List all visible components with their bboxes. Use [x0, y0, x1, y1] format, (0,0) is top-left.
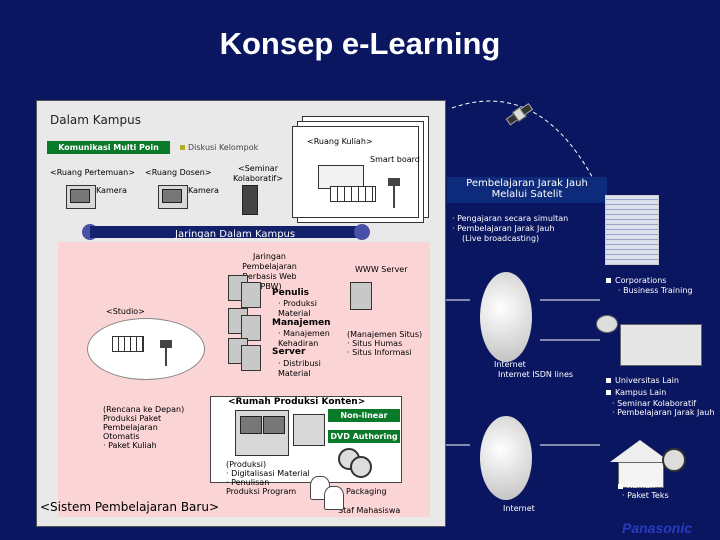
- satellite-label: Pembelajaran Jarak Jauh Melalui Satelit: [447, 177, 607, 203]
- rumah-label: Rumah: [627, 481, 656, 490]
- bullet-icon-univ: [606, 378, 611, 383]
- ruang-pertemuan-label: <Ruang Pertemuan>: [50, 168, 135, 177]
- monitor-icon-2: [162, 189, 182, 203]
- campus-label: Dalam Kampus: [50, 113, 141, 127]
- bullet-icon-corp: [606, 278, 611, 283]
- smart-board-label: Smart board: [370, 155, 420, 164]
- bullet-icon: [180, 145, 185, 150]
- bullet-icon-kampus: [606, 390, 611, 395]
- globe-icon-1: [480, 272, 532, 362]
- universitas-label: Universitas Lain: [615, 376, 679, 385]
- rencana-1: (Rencana ke Depan): [103, 405, 185, 414]
- studio-camera-icon: [160, 340, 172, 348]
- house-icon: [618, 462, 664, 488]
- page-title: Konsep e-Learning: [219, 26, 501, 61]
- server-icon-4: [241, 315, 261, 341]
- packaging-text: Packaging: [346, 487, 387, 496]
- server-label: Server: [272, 347, 306, 357]
- rencana-2: Produksi Paket: [103, 414, 162, 423]
- manajemen-items: · Manajemen Kehadiran: [278, 329, 330, 348]
- seminar-label: <Seminar Kolaboratif>: [233, 164, 283, 183]
- studio-area: [87, 318, 205, 380]
- situs-humas: · Situs Humas: [347, 339, 403, 348]
- satellite-note-1: · Pengajaran secara simultan: [452, 214, 569, 223]
- seminar-right-label: · Seminar Kolaboratif: [612, 399, 697, 408]
- dvd-badge: DVD Authoring: [328, 430, 400, 443]
- penulis-label: Penulis: [272, 288, 310, 298]
- brand-logo: Panasonic: [622, 520, 693, 536]
- home-disc-icon: [662, 448, 686, 472]
- person-icon-2: [324, 486, 344, 510]
- camera-icon: [388, 178, 400, 186]
- www-server-label: WWW Server: [355, 265, 408, 274]
- kamera-label-2: Kamera: [188, 186, 219, 195]
- corporations-label: Corporations: [615, 276, 667, 285]
- studio-people-icon: [112, 336, 144, 352]
- studio-label: <Studio>: [106, 307, 145, 316]
- www-server-icon: [350, 282, 372, 310]
- monitor-icon-1: [70, 189, 90, 203]
- internet-label: Internet: [503, 504, 535, 513]
- penulisan-text: · Penulisan: [226, 478, 270, 487]
- disc-icon-2: [350, 456, 372, 478]
- internet-isdn-1: Internet: [494, 360, 526, 369]
- produksi-text: (Produksi): [226, 460, 267, 469]
- workstation-monitor-2: [263, 416, 285, 434]
- internet-isdn-label: Internet ISDN lines: [498, 370, 574, 379]
- building-icon: [605, 195, 659, 265]
- rencana-4: Otomatis: [103, 432, 140, 441]
- globe-icon-2: [480, 416, 532, 500]
- rencana-5: · Paket Kuliah: [103, 441, 157, 450]
- house-roof-icon: [610, 440, 670, 462]
- seminar-device-icon: [242, 185, 258, 215]
- satellite-note-2: · Pembelajaran Jarak Jauh: [452, 224, 555, 233]
- ruang-dosen-label: <Ruang Dosen>: [145, 168, 212, 177]
- rencana-3: Pembelajaran: [103, 423, 158, 432]
- jaringan-label: Jaringan Dalam Kampus: [175, 229, 296, 240]
- situs-informasi: · Situs Informasi: [347, 348, 412, 357]
- bullet-icon-rumah: [618, 484, 623, 489]
- staf-text: Staf Mahasiswa: [338, 506, 401, 515]
- kamera-label-1: Kamera: [96, 186, 127, 195]
- authoring-pc-icon: [293, 414, 325, 446]
- produksi-label: · Produksi Material: [278, 299, 317, 318]
- business-label: · Business Training: [618, 286, 693, 295]
- diskusi-label: Diskusi Kelompok: [188, 143, 259, 152]
- studio-tripod-icon: [165, 348, 167, 366]
- pjj-right-label: · Pembelajaran Jarak Jauh: [612, 408, 715, 417]
- workstation-monitor-1: [240, 416, 262, 434]
- digitalisasi-text: · Digitalisasi Material: [226, 469, 310, 478]
- manajemen-label: Manajemen: [272, 318, 331, 328]
- tripod-icon: [393, 186, 395, 208]
- sistem-label: <Sistem Pembelajaran Baru>: [40, 500, 219, 514]
- nonlinear-badge: Non-linear Editing: [328, 409, 400, 433]
- university-building-icon: [620, 324, 702, 366]
- smart-board-icon: [318, 165, 364, 189]
- komunikasi-badge: Komunikasi Multi Poin: [47, 141, 170, 154]
- produksi-konten-label: <Rumah Produksi Konten>: [228, 397, 366, 407]
- network-node-right: [354, 224, 370, 240]
- program-text: Produksi Program: [226, 487, 297, 496]
- ruang-kuliah-label: <Ruang Kuliah>: [307, 137, 373, 146]
- kampus-lain-label: Kampus Lain: [615, 388, 667, 397]
- network-bar: [90, 226, 360, 238]
- audience-icon: [330, 186, 376, 202]
- pbw-label: Jaringan Pembelajaran Berbasis Web (PBW): [242, 252, 297, 291]
- server-icon-6: [241, 345, 261, 371]
- server-icon-2: [241, 282, 261, 308]
- paket-teks-label: · Paket Teks: [622, 491, 669, 500]
- situs-title: (Manajemen Situs): [347, 330, 423, 339]
- distribusi-label: · Distribusi Material: [278, 359, 321, 378]
- satellite-label-text: Pembelajaran Jarak Jauh Melalui Satelit: [466, 178, 588, 200]
- satellite-note-3: (Live broadcasting): [462, 234, 540, 243]
- dish-icon: [596, 315, 618, 333]
